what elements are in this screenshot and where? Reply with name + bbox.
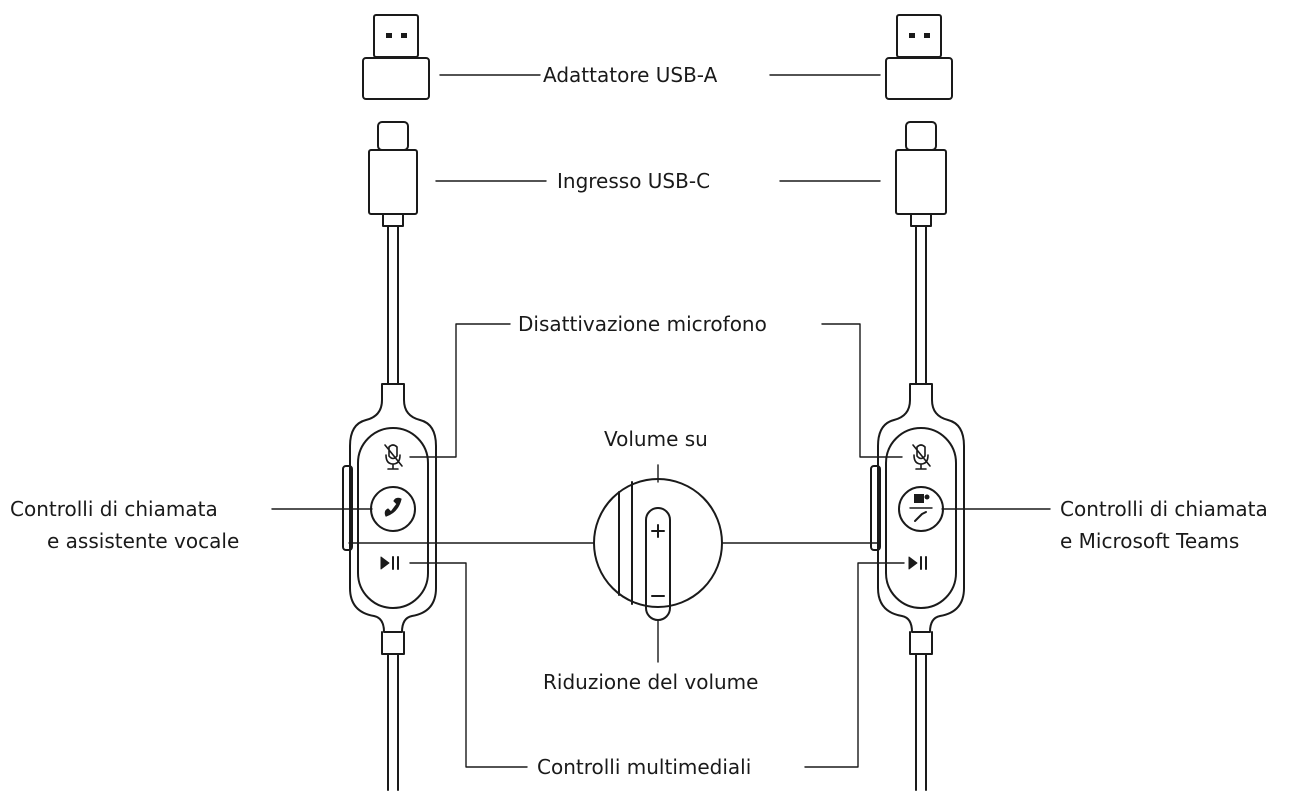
mic-mute-icon	[912, 444, 931, 470]
call-controls-right-label-line2: e Microsoft Teams	[1060, 529, 1240, 553]
teams-phone-icon	[909, 494, 933, 522]
usb-a-adapter-left	[362, 14, 430, 100]
call-controls-right-label-line1: Controlli di chiamata	[1060, 497, 1268, 521]
mic-mute-label: Disattivazione microfono	[518, 312, 767, 336]
play-pause-icon	[380, 556, 399, 570]
inline-remote-right	[870, 383, 965, 791]
volume-rocker-magnified	[593, 478, 723, 621]
usb-c-connector-left	[368, 121, 418, 385]
usb-c-input-label: Ingresso USB-C	[557, 169, 711, 193]
volume-up-label: Volume su	[604, 427, 708, 451]
play-pause-icon	[908, 556, 927, 570]
phone-icon	[384, 497, 402, 517]
call-controls-left-label-line1: Controlli di chiamata	[10, 497, 218, 521]
volume-down-label: Riduzione del volume	[543, 670, 759, 694]
mic-mute-icon	[384, 444, 403, 470]
usb-a-adapter-label: Adattatore USB-A	[543, 63, 718, 87]
leader-lines	[271, 74, 1051, 768]
call-controls-left-label-line2: e assistente vocale	[47, 529, 240, 553]
usb-a-adapter-right	[885, 14, 953, 100]
usb-c-connector-right	[895, 121, 947, 385]
media-controls-label: Controlli multimediali	[537, 755, 752, 779]
inline-remote-left	[342, 383, 437, 791]
